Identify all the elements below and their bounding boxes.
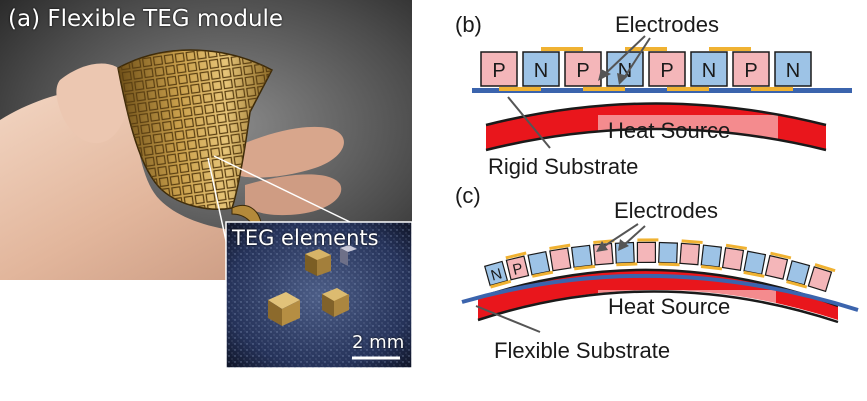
heat-highlight <box>598 290 776 318</box>
n-type-element <box>527 250 554 278</box>
p-type-element <box>732 51 770 87</box>
electrodes-label: Electrodes <box>614 198 718 223</box>
electrode-arrow <box>623 225 646 246</box>
top-electrode <box>709 47 751 51</box>
arrow-head <box>596 241 608 252</box>
n-type-element <box>522 51 560 87</box>
arrow-head <box>617 73 628 85</box>
heat-outline-bottom <box>485 127 827 152</box>
top-electrode <box>541 47 583 51</box>
rigid-substrate <box>472 88 852 93</box>
n-type-element <box>743 250 767 278</box>
p-type-element <box>636 238 659 264</box>
n-type-element <box>786 260 811 289</box>
p-type-element <box>480 51 518 87</box>
arrow-head <box>598 69 611 81</box>
thumb-shape <box>56 63 129 144</box>
bottom-electrode <box>667 87 709 91</box>
element-type-label: P <box>492 60 505 82</box>
element-type-label: N <box>702 60 716 82</box>
inset-photo <box>225 221 413 369</box>
electrode-arrow <box>623 37 651 79</box>
panel-b-label: (b) <box>455 12 482 37</box>
bottom-electrode <box>751 87 793 91</box>
element-type-label: P <box>660 60 673 82</box>
finger-shape <box>230 126 344 178</box>
substrate-arrow <box>475 305 541 333</box>
bottom-electrode <box>499 87 541 91</box>
substrate-arrow <box>507 96 551 149</box>
n-type-element: N <box>484 260 512 289</box>
bottom-electrode <box>583 87 625 91</box>
p-type-element <box>648 51 686 87</box>
element-type-label: N <box>534 60 548 82</box>
pointer-line <box>207 157 229 251</box>
teg-element-cubes <box>268 245 357 326</box>
element-type-label: P <box>744 60 757 82</box>
p-type-element <box>679 239 703 266</box>
p-type-element <box>549 243 572 272</box>
electrode-arrow <box>602 223 639 248</box>
p-type-element <box>764 251 792 280</box>
n-type-element <box>700 244 723 271</box>
element-type-label: N <box>786 60 800 82</box>
panel-c-label: (c) <box>455 183 481 208</box>
element-type-label: P <box>511 260 525 279</box>
p-type-element <box>721 243 747 271</box>
electrodes-label: Electrodes <box>615 12 719 37</box>
arrow-head <box>618 239 629 251</box>
top-electrode <box>625 47 667 51</box>
n-type-element <box>690 51 728 87</box>
rigid-substrate-label: Rigid Substrate <box>488 154 638 179</box>
flexible-substrate <box>461 273 859 312</box>
heat-outline-bottom <box>477 290 839 324</box>
n-type-element <box>570 244 596 271</box>
heat-source-label: Heat Source <box>608 118 730 143</box>
electrode-arrow <box>603 35 646 76</box>
element-type-label: N <box>489 265 504 284</box>
heat-outline-top <box>485 102 827 127</box>
p-type-element <box>592 239 615 266</box>
element-type-label: P <box>576 60 589 82</box>
n-type-element <box>774 51 812 87</box>
p-type-element <box>807 263 836 293</box>
heat-source-label: Heat Source <box>608 294 730 319</box>
n-type-element <box>658 241 680 267</box>
panel-a-photo <box>0 0 412 280</box>
p-type-element: P <box>505 251 530 281</box>
flexible-substrate-label: Flexible Substrate <box>494 338 670 363</box>
pointer-line <box>213 155 351 223</box>
